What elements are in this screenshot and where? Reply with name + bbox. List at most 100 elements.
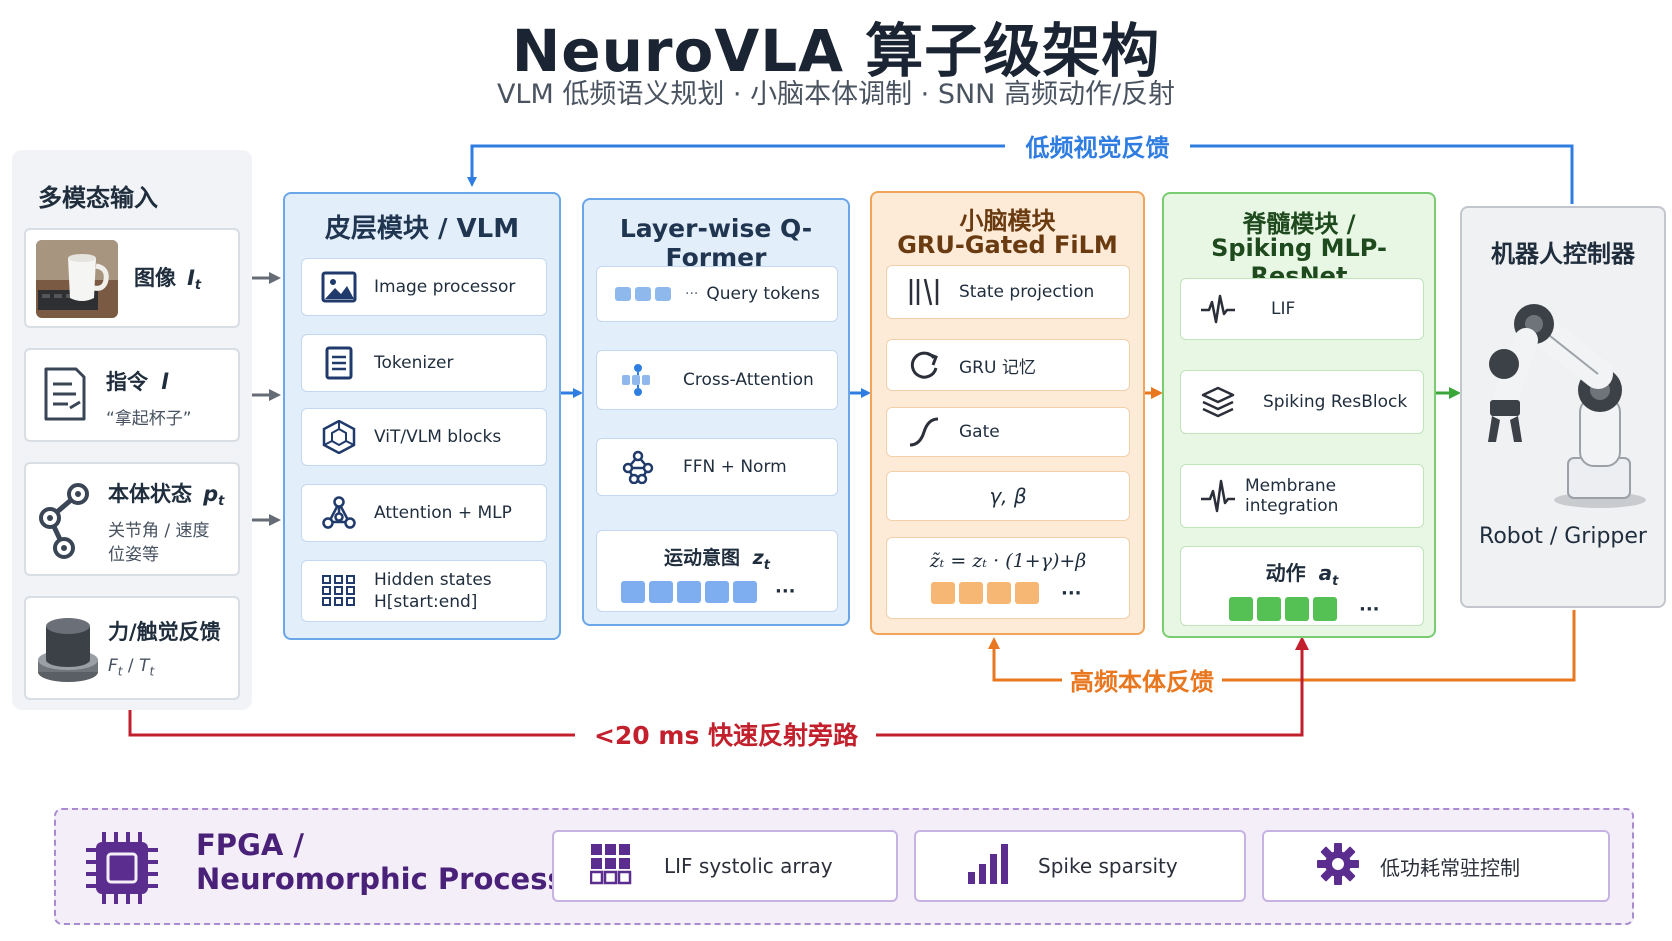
cerebellum-panel: 小脑模块 GRU-Gated FiLM State projection GRU… bbox=[870, 191, 1145, 635]
cerebellum-item-gate: Gate bbox=[886, 407, 1130, 457]
action-sub: t bbox=[1332, 574, 1339, 589]
bar-chart-icon bbox=[966, 842, 1012, 891]
sigmoid-icon bbox=[901, 414, 947, 450]
qformer-item-label: Query tokens bbox=[706, 284, 820, 304]
fpga-title-2: Neuromorphic Processor bbox=[196, 862, 599, 896]
force-sensor-icon bbox=[36, 612, 100, 690]
force-input-T-sub: t bbox=[149, 664, 155, 679]
cross-attention-icon bbox=[615, 362, 661, 398]
fpga-item-label: 低功耗常驻控制 bbox=[1380, 855, 1520, 880]
fpga-item-low-power-control: 低功耗常驻控制 bbox=[1262, 830, 1610, 902]
robot-gripper-label: Robot / Gripper bbox=[1479, 524, 1647, 549]
force-input-sep: / bbox=[122, 656, 140, 676]
fpga-item-label: Spike sparsity bbox=[1038, 854, 1178, 878]
proprio-input-sub: t bbox=[218, 494, 225, 510]
fpga-title-1: FPGA / bbox=[196, 828, 304, 862]
robot-arm-icon bbox=[1480, 288, 1650, 512]
cortex-vlm-panel: 皮层模块 / VLM Image processor Tokenizer ViT… bbox=[283, 192, 561, 640]
action-tokens: ··· bbox=[1229, 597, 1423, 621]
cerebellum-item-label: γ, β bbox=[989, 484, 1027, 508]
spinal-item-lif: LIF bbox=[1180, 278, 1424, 340]
hexagon-network-icon bbox=[316, 419, 362, 455]
action-label: 动作 bbox=[1265, 561, 1306, 585]
robot-arm-joint-icon bbox=[36, 482, 96, 564]
ffn-icon bbox=[615, 449, 661, 485]
cortex-item-label2: H[start:end] bbox=[374, 592, 478, 612]
cerebellum-ellipsis: ··· bbox=[1061, 582, 1082, 604]
image-input-label: 图像 bbox=[134, 266, 176, 290]
qformer-title: Layer-wise Q-Former bbox=[619, 214, 813, 272]
proprio-input-card: 本体状态 pt 关节角 / 速度 位姿等 bbox=[24, 462, 240, 576]
high-freq-proprio-feedback-label: 高频本体反馈 bbox=[1062, 662, 1222, 697]
force-input-label: 力/触觉反馈 bbox=[108, 620, 221, 644]
cortex-item-label: Tokenizer bbox=[374, 353, 454, 373]
fpga-item-lif-systolic-array: LIF systolic array bbox=[552, 830, 898, 902]
motion-intent-output: 运动意图 zt ··· bbox=[596, 530, 838, 612]
proprio-input-line1: 关节角 / 速度 bbox=[108, 521, 210, 541]
qformer-item-label: Cross-Attention bbox=[683, 370, 814, 390]
qformer-panel: Layer-wise Q-Former ··· Query tokens Cro… bbox=[582, 198, 850, 626]
coffee-mug-photo-icon bbox=[36, 240, 118, 318]
motion-intent-tokens: ··· bbox=[621, 580, 837, 603]
grid-array-icon bbox=[589, 843, 632, 890]
high-freq-proprio-feedback-arrow bbox=[988, 610, 1576, 682]
instruction-input-var: l bbox=[161, 370, 169, 394]
force-input-F: F bbox=[108, 656, 118, 676]
spinal-item-label: LIF bbox=[1271, 299, 1296, 319]
proprio-input-var: p bbox=[203, 482, 219, 506]
qformer-item-label: FFN + Norm bbox=[683, 457, 787, 477]
qformer-item-cross-attention: Cross-Attention bbox=[596, 350, 838, 410]
action-var: a bbox=[1318, 561, 1333, 585]
grid-icon bbox=[316, 573, 362, 609]
node-graph-icon bbox=[316, 495, 362, 531]
cortex-item-hidden-states: Hidden states H[start:end] bbox=[301, 560, 547, 622]
instruction-input-label: 指令 bbox=[106, 370, 148, 394]
cerebellum-item-label: GRU 记忆 bbox=[959, 357, 1036, 378]
cerebellum-item-label: Gate bbox=[959, 422, 1000, 442]
refresh-icon bbox=[901, 347, 947, 383]
cortex-item-label: Image processor bbox=[374, 277, 516, 297]
query-tokens-icon bbox=[615, 287, 675, 301]
cortex-item-label: Hidden states bbox=[374, 570, 492, 590]
cerebellum-title-2: GRU-Gated FiLM bbox=[897, 231, 1118, 259]
cerebellum-item-gamma-beta: γ, β bbox=[886, 471, 1130, 521]
image-icon bbox=[316, 269, 362, 305]
cortex-item-label: Attention + MLP bbox=[374, 503, 512, 523]
cortex-item-tokenizer: Tokenizer bbox=[301, 334, 547, 392]
cortex-vlm-title: 皮层模块 / VLM bbox=[324, 214, 520, 244]
qformer-item-ffn-norm: FFN + Norm bbox=[596, 438, 838, 496]
image-input-card: 图像 It bbox=[24, 228, 240, 328]
robot-controller-panel: 机器人控制器 Robot / Gripper bbox=[1460, 206, 1666, 608]
query-tokens-ellipsis: ··· bbox=[685, 286, 699, 302]
cerebellum-output-tokens: ··· bbox=[931, 582, 1129, 604]
gear-icon bbox=[1316, 842, 1360, 891]
force-input-F-sub: t bbox=[117, 664, 123, 679]
image-input-sub: t bbox=[194, 278, 202, 294]
multimodal-input-title: 多模态输入 bbox=[38, 184, 158, 212]
low-freq-visual-feedback-label: 低频视觉反馈 bbox=[1010, 128, 1185, 163]
reflex-bypass-label: <20 ms 快速反射旁路 bbox=[578, 716, 874, 752]
page-title: NeuroVLA 算子级架构 bbox=[511, 17, 1161, 85]
instruction-input-text: “拿起杯子” bbox=[106, 409, 192, 429]
cerebellum-item-state-projection: State projection bbox=[886, 265, 1130, 319]
cerebellum-formula: z̃ₜ = zₜ · (1+γ)+β bbox=[929, 550, 1087, 572]
layers-icon bbox=[1195, 384, 1241, 420]
force-input-card: 力/触觉反馈 Ft / Tt bbox=[24, 596, 240, 700]
qformer-item-query-tokens: ··· Query tokens bbox=[596, 266, 838, 322]
spinal-title-1: 脊髓模块 / bbox=[1242, 210, 1356, 238]
image-input-var: I bbox=[187, 266, 195, 290]
fpga-item-label: LIF systolic array bbox=[664, 854, 833, 878]
motion-intent-var: z bbox=[752, 547, 764, 569]
spinal-item-spiking-resblock: Spiking ResBlock bbox=[1180, 370, 1424, 434]
motion-intent-ellipsis: ··· bbox=[775, 581, 796, 603]
action-ellipsis: ··· bbox=[1359, 598, 1380, 620]
cerebellum-formula-box: z̃ₜ = zₜ · (1+γ)+β ··· bbox=[886, 537, 1130, 619]
force-input-T: T bbox=[139, 656, 150, 676]
low-freq-visual-feedback-arrow bbox=[467, 144, 1574, 204]
spinal-item-membrane-integration: Membrane integration bbox=[1180, 464, 1424, 528]
spike-icon bbox=[1195, 291, 1241, 327]
cortex-item-image-processor: Image processor bbox=[301, 258, 547, 316]
document-lines-icon bbox=[316, 345, 362, 381]
motion-intent-label: 运动意图 bbox=[664, 547, 741, 569]
document-icon bbox=[42, 366, 88, 426]
